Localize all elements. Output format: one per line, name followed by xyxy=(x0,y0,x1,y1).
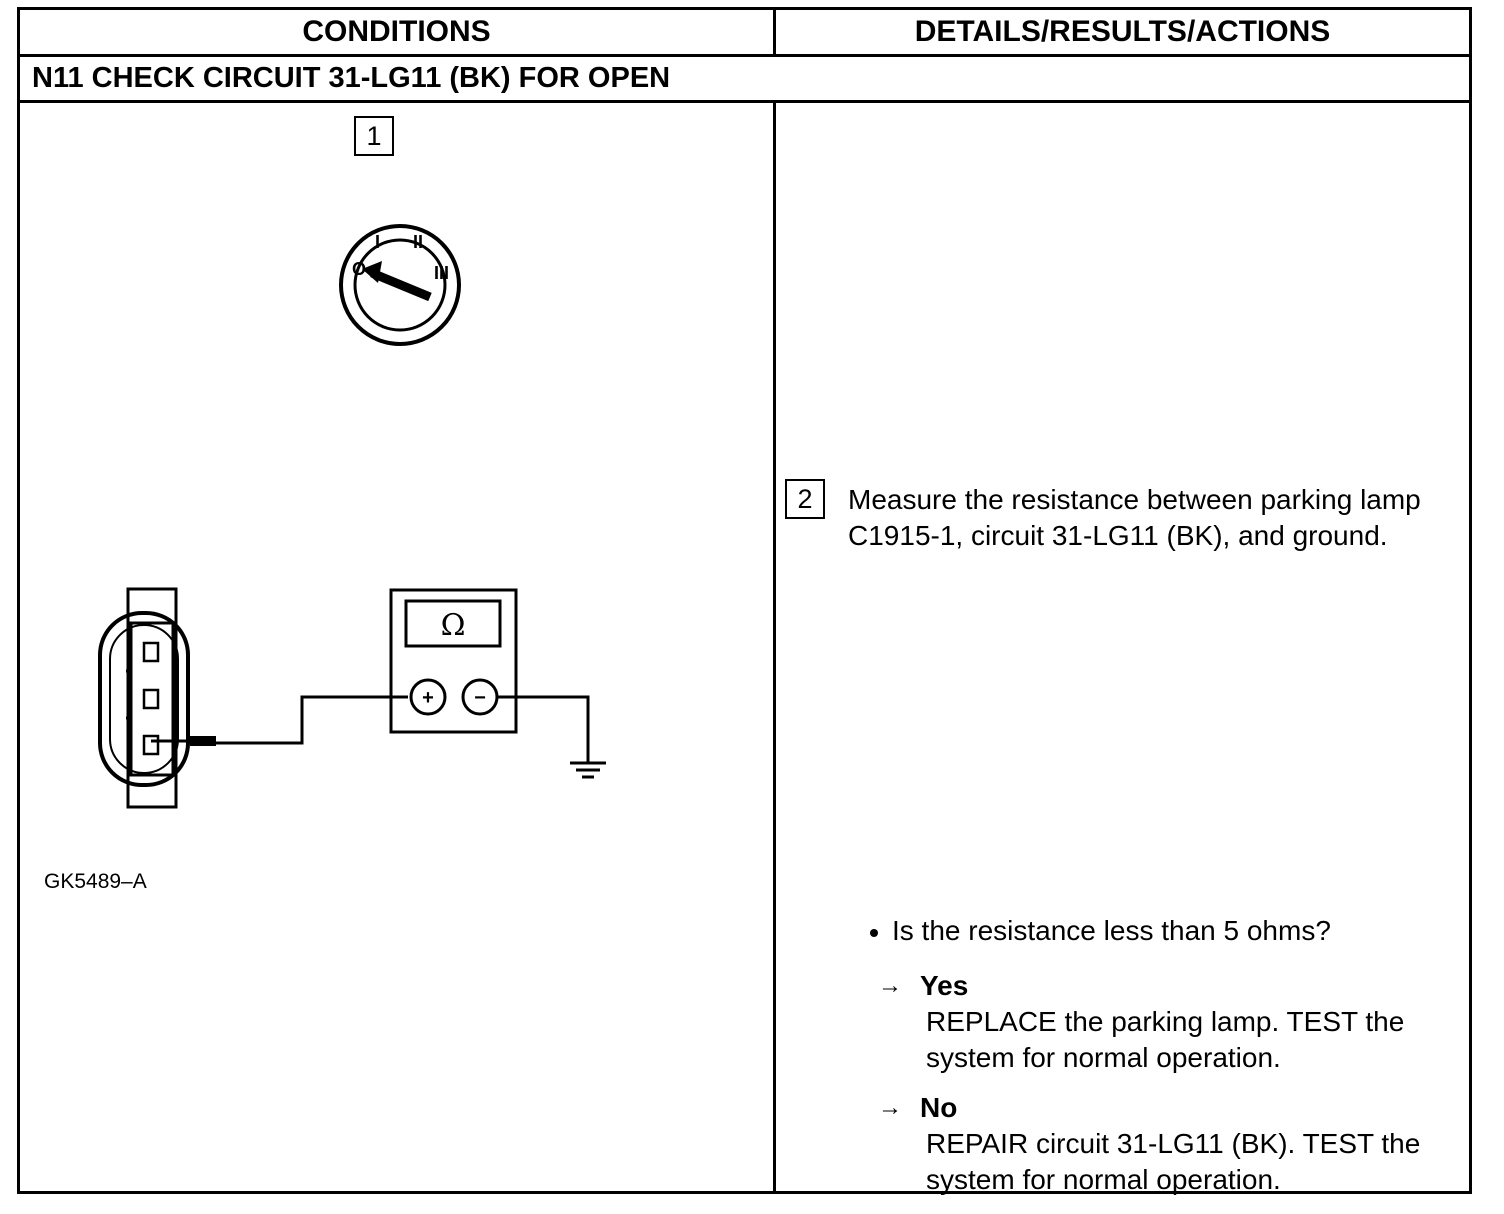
connector-icon xyxy=(98,587,190,809)
question: Is the resistance less than 5 ohms? xyxy=(870,915,1331,947)
step-2-box: 2 xyxy=(785,479,825,519)
step-2-instruction: Measure the resistance between parking l… xyxy=(848,484,1421,551)
ignition-label-3: III xyxy=(434,263,449,283)
ohm-symbol: Ω xyxy=(441,608,466,643)
ignition-label-2: II xyxy=(413,232,423,252)
circuit-diagram: O I II III Ω + xyxy=(98,224,606,809)
answer-yes: → Yes REPLACE the parking lamp. TEST the… xyxy=(878,968,1458,1076)
conditions-header: CONDITIONS xyxy=(302,15,491,48)
ohmmeter-icon: Ω + − xyxy=(389,588,518,734)
details-header: DETAILS/RESULTS/ACTIONS xyxy=(914,15,1331,48)
yes-label: Yes xyxy=(920,970,969,1001)
ignition-label-1: I xyxy=(375,232,380,252)
column-divider-top xyxy=(773,10,776,54)
section-divider xyxy=(20,100,1469,103)
arrow-right-icon: → xyxy=(878,972,902,999)
step-1-box: 1 xyxy=(354,116,394,156)
no-text: REPAIR circuit 31-LG11 (BK). TEST the sy… xyxy=(926,1128,1421,1195)
question-text: Is the resistance less than 5 ohms? xyxy=(892,915,1331,946)
ignition-label-0: O xyxy=(352,259,366,279)
plus-terminal-label: + xyxy=(422,687,434,709)
answer-no: → No REPAIR circuit 31-LG11 (BK). TEST t… xyxy=(878,1090,1458,1198)
arrow-right-icon: → xyxy=(878,1094,902,1121)
bullet-icon xyxy=(870,929,878,937)
test-lead xyxy=(151,695,408,746)
header-divider xyxy=(20,54,1469,57)
no-label: No xyxy=(920,1092,958,1123)
ignition-switch-icon: O I II III xyxy=(339,224,461,346)
minus-terminal-label: − xyxy=(474,687,486,709)
figure-id: GK5489–A xyxy=(44,870,147,893)
yes-text: REPLACE the parking lamp. TEST the syste… xyxy=(926,1006,1405,1073)
column-divider xyxy=(773,101,776,1191)
section-title: N11 CHECK CIRCUIT 31-LG11 (BK) FOR OPEN xyxy=(32,62,671,94)
ground-icon xyxy=(497,695,606,779)
diagnostic-table: CONDITIONS DETAILS/RESULTS/ACTIONS N11 C… xyxy=(17,7,1472,1195)
